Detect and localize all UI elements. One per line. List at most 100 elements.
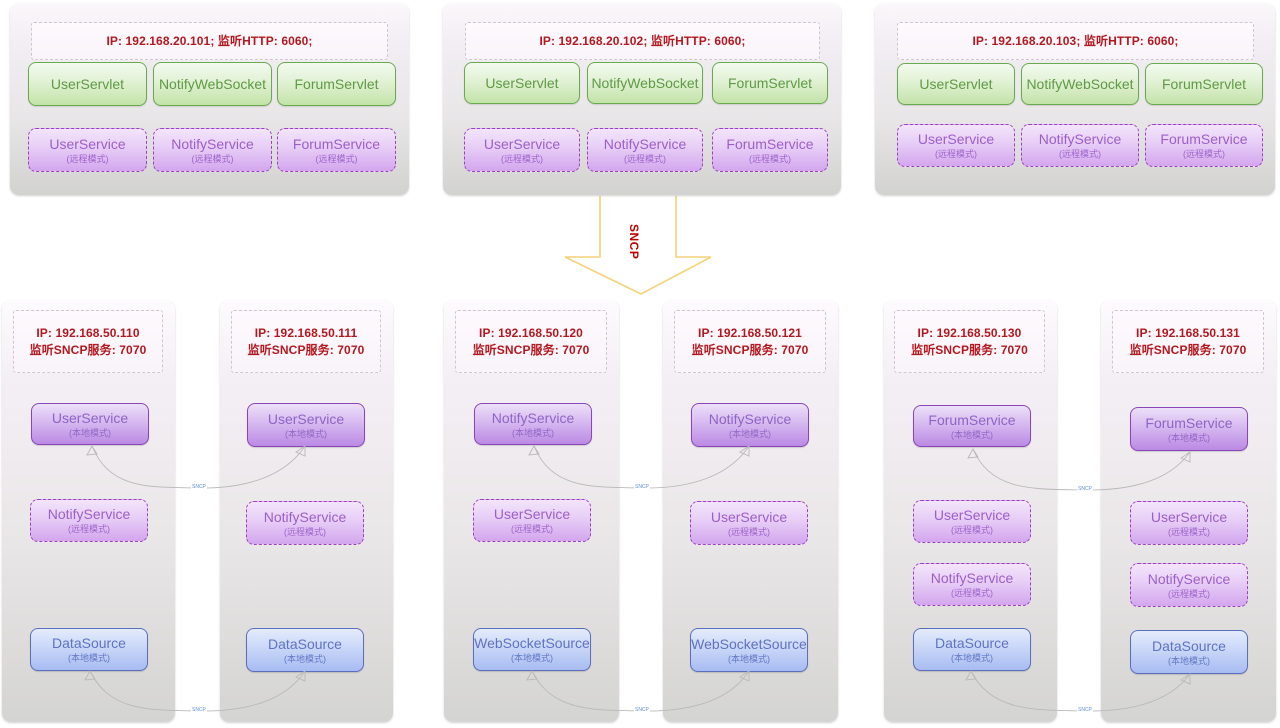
node-title: UserService bbox=[49, 135, 126, 152]
datasource-node[interactable]: DataSource (本地模式) bbox=[246, 628, 364, 672]
datasource-node[interactable]: WebSocketSource (本地模式) bbox=[690, 628, 808, 672]
node-title: UserService bbox=[483, 135, 561, 152]
servlet-node[interactable]: UserServlet bbox=[897, 63, 1015, 105]
node-mode: (本地模式) bbox=[1168, 655, 1210, 666]
node-title: DataSource bbox=[268, 635, 342, 652]
service-node[interactable]: UserService (远程模式) bbox=[464, 128, 580, 172]
ip-header-box: IP: 192.168.50.130 监听SNCP服务: 7070 bbox=[894, 310, 1045, 373]
node-mode: (本地模式) bbox=[512, 427, 554, 438]
servlet-node[interactable]: NotifyWebSocket bbox=[587, 62, 703, 104]
ip-header-text: 监听SNCP服务: 7070 bbox=[29, 342, 147, 357]
node-mode: (本地模式) bbox=[729, 428, 771, 439]
datasource-node[interactable]: DataSource (本地模式) bbox=[913, 628, 1031, 671]
ip-header-box: IP: 192.168.50.110 监听SNCP服务: 7070 bbox=[13, 310, 163, 373]
ip-header-text: IP: 192.168.50.121 bbox=[698, 325, 802, 340]
ip-header-text: IP: 192.168.50.111 bbox=[254, 325, 358, 340]
service-node[interactable]: UserService (远程模式) bbox=[913, 500, 1031, 543]
servlet-node[interactable]: UserServlet bbox=[464, 62, 580, 104]
node-title: NotifyWebSocket bbox=[1026, 75, 1134, 92]
node-mode: (远程模式) bbox=[1059, 149, 1101, 159]
node-mode: (远程模式) bbox=[1168, 588, 1210, 599]
node-mode: (远程模式) bbox=[191, 153, 234, 164]
node-title: ForumService bbox=[1160, 131, 1248, 147]
service-node[interactable]: NotifyService (远程模式) bbox=[30, 499, 148, 542]
ip-header-text: IP: 192.168.20.102; 监听HTTP: 6060; bbox=[539, 33, 746, 48]
service-node[interactable]: ForumService (本地模式) bbox=[913, 405, 1031, 447]
node-title: DataSource bbox=[1152, 637, 1226, 654]
ip-header-box: IP: 192.168.50.121 监听SNCP服务: 7070 bbox=[674, 310, 826, 373]
servlet-node[interactable]: ForumServlet bbox=[277, 62, 396, 106]
service-node[interactable]: UserService (远程模式) bbox=[1130, 501, 1248, 545]
node-mode: (远程模式) bbox=[728, 526, 770, 537]
servlet-node[interactable]: NotifyWebSocket bbox=[1021, 63, 1139, 105]
service-node[interactable]: UserService (本地模式) bbox=[247, 403, 365, 447]
ip-header-box: IP: 192.168.50.131 监听SNCP服务: 7070 bbox=[1112, 310, 1264, 373]
sncp-protocol-label: SNCP bbox=[627, 224, 641, 260]
node-title: NotifyService bbox=[1147, 570, 1231, 587]
node-title: UserService bbox=[1150, 508, 1228, 525]
node-mode: (本地模式) bbox=[284, 653, 326, 664]
service-node[interactable]: NotifyService (远程模式) bbox=[1130, 563, 1248, 607]
node-mode: (远程模式) bbox=[749, 153, 791, 164]
service-node[interactable]: ForumService (远程模式) bbox=[1145, 124, 1263, 167]
service-node[interactable]: NotifyService (远程模式) bbox=[153, 128, 272, 172]
service-node[interactable]: UserService (远程模式) bbox=[28, 128, 147, 172]
service-node[interactable]: ForumService (本地模式) bbox=[1130, 407, 1248, 451]
service-node[interactable]: UserService (远程模式) bbox=[897, 124, 1015, 167]
service-node[interactable]: UserService (本地模式) bbox=[31, 403, 149, 445]
datasource-node[interactable]: DataSource (本地模式) bbox=[1130, 630, 1248, 674]
connector-label: SNCP bbox=[634, 484, 650, 490]
node-mode: (本地模式) bbox=[951, 653, 993, 663]
node-title: NotifyService bbox=[603, 135, 687, 152]
node-title: ForumServlet bbox=[727, 74, 813, 91]
node-title: ForumServlet bbox=[294, 75, 379, 92]
ip-header-box: IP: 192.168.20.103; 监听HTTP: 6060; bbox=[897, 22, 1254, 60]
node-mode: (远程模式) bbox=[1168, 526, 1210, 537]
node-title: UserService bbox=[267, 410, 345, 427]
servlet-node[interactable]: NotifyWebSocket bbox=[153, 62, 272, 106]
node-mode: (远程模式) bbox=[951, 525, 993, 535]
servlet-node[interactable]: UserServlet bbox=[28, 62, 147, 106]
node-mode: (本地模式) bbox=[728, 653, 770, 664]
service-node[interactable]: ForumService (远程模式) bbox=[712, 128, 828, 172]
ip-header-text: 监听SNCP服务: 7070 bbox=[691, 342, 809, 357]
service-node[interactable]: ForumService (远程模式) bbox=[277, 128, 396, 172]
node-mode: (远程模式) bbox=[1183, 149, 1225, 159]
service-node[interactable]: NotifyService (远程模式) bbox=[1021, 124, 1139, 167]
ip-header-text: 监听SNCP服务: 7070 bbox=[247, 342, 365, 357]
node-mode: (远程模式) bbox=[935, 149, 977, 159]
ip-header-text: IP: 192.168.50.120 bbox=[479, 325, 583, 340]
node-title: UserServlet bbox=[50, 75, 125, 92]
service-node[interactable]: UserService (远程模式) bbox=[473, 499, 591, 542]
connector-label: SNCP bbox=[191, 707, 207, 713]
connector-label: SNCP bbox=[1077, 486, 1093, 492]
service-node[interactable]: NotifyService (本地模式) bbox=[474, 403, 592, 445]
node-title: UserServlet bbox=[485, 74, 559, 91]
servlet-node[interactable]: ForumServlet bbox=[712, 62, 828, 104]
service-node[interactable]: NotifyService (本地模式) bbox=[691, 403, 809, 447]
ip-header-box: IP: 192.168.50.111 监听SNCP服务: 7070 bbox=[231, 310, 381, 373]
datasource-node[interactable]: DataSource (本地模式) bbox=[30, 628, 148, 671]
service-node[interactable]: NotifyService (远程模式) bbox=[913, 563, 1031, 606]
node-title: ForumService bbox=[726, 135, 814, 152]
node-title: UserService bbox=[933, 507, 1011, 523]
node-title: NotifyService bbox=[171, 135, 254, 152]
service-node[interactable]: NotifyService (远程模式) bbox=[587, 128, 703, 172]
node-title: UserService bbox=[493, 506, 571, 522]
node-mode: (本地模式) bbox=[68, 653, 110, 663]
node-title: NotifyService bbox=[47, 506, 131, 522]
servlet-node[interactable]: ForumServlet bbox=[1145, 63, 1263, 105]
connector-label: SNCP bbox=[1077, 707, 1093, 713]
ip-header-text: IP: 192.168.50.131 bbox=[1136, 325, 1240, 340]
service-node[interactable]: UserService (远程模式) bbox=[690, 501, 808, 545]
node-title: UserServlet bbox=[919, 75, 993, 92]
ip-header-box: IP: 192.168.20.102; 监听HTTP: 6060; bbox=[465, 22, 820, 60]
node-title: NotifyService bbox=[1038, 131, 1122, 147]
datasource-node[interactable]: WebSocketSource (本地模式) bbox=[473, 628, 591, 671]
service-node[interactable]: NotifyService (远程模式) bbox=[246, 501, 364, 545]
node-title: ForumService bbox=[292, 135, 381, 152]
node-title: ForumService bbox=[928, 411, 1016, 428]
node-mode: (本地模式) bbox=[1168, 432, 1210, 443]
node-mode: (本地模式) bbox=[69, 427, 111, 438]
